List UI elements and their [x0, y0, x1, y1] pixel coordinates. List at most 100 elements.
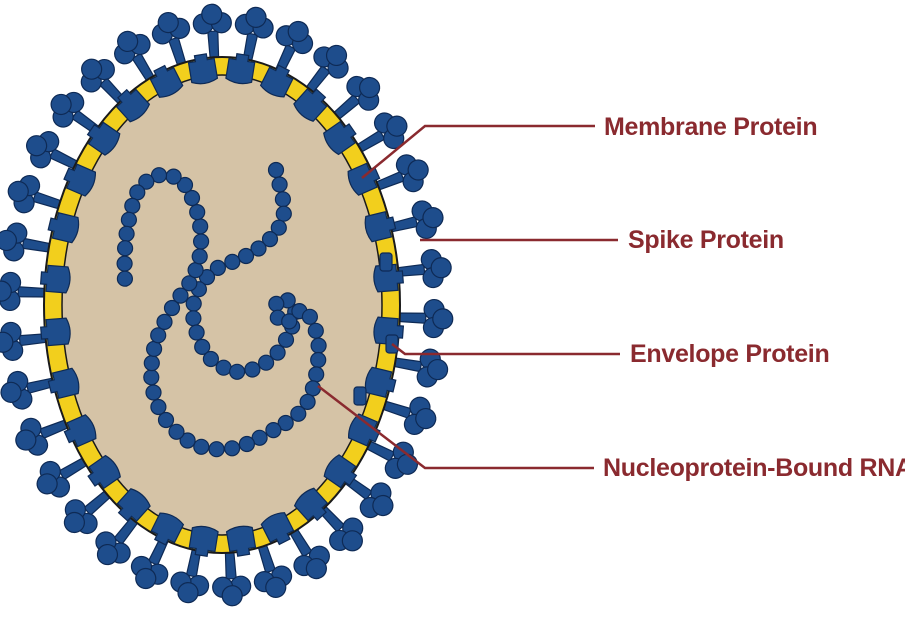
- spike-protein-icon: [389, 249, 452, 289]
- membrane-protein-icon: [150, 512, 185, 546]
- membrane-protein-icon: [293, 88, 328, 122]
- rna-bead: [194, 338, 211, 355]
- spike-protein-icon: [63, 485, 117, 535]
- rna-bead: [143, 355, 160, 372]
- rna-bead: [281, 313, 298, 330]
- rna-bead: [275, 205, 292, 222]
- rna-bead: [270, 219, 287, 236]
- rna-bead: [301, 308, 318, 325]
- rna-bead: [268, 295, 285, 312]
- membrane-protein-icon: [225, 525, 257, 557]
- spike-protein-icon: [375, 396, 437, 435]
- rna-bead: [172, 287, 189, 304]
- rna-bead: [168, 423, 185, 440]
- rna-bead: [277, 414, 294, 432]
- rna-bead: [310, 337, 327, 354]
- membrane-protein-icon: [187, 53, 219, 85]
- rna-bead: [209, 259, 226, 276]
- rna-bead: [265, 422, 282, 439]
- rna-bead: [176, 176, 194, 194]
- membrane-protein-icon: [293, 487, 329, 522]
- rna-bead: [150, 327, 167, 344]
- rna-bead: [120, 211, 137, 228]
- rna-bead: [258, 354, 275, 371]
- rna-bead: [224, 253, 241, 270]
- rna-bead: [224, 440, 241, 457]
- spike-protein-icon: [15, 416, 76, 456]
- rna-bead: [189, 204, 206, 221]
- rna-bead: [165, 168, 182, 185]
- rna-bead: [156, 313, 173, 330]
- spike-protein-icon: [50, 91, 106, 139]
- membrane-protein-icon: [115, 88, 151, 123]
- membrane-protein-icon: [116, 488, 151, 522]
- membrane-protein-icon: [63, 414, 97, 448]
- rna-bead: [118, 225, 135, 242]
- nucleoprotein-rna: [116, 161, 327, 458]
- membrane-protein-icon: [40, 317, 71, 347]
- label-envelope-protein: Envelope Protein: [630, 340, 830, 368]
- rna-bead: [271, 176, 288, 193]
- label-membrane-protein: Membrane Protein: [604, 113, 818, 141]
- rna-bead: [237, 247, 255, 265]
- rna-bead: [304, 380, 321, 397]
- leader-envelope-protein: [391, 343, 620, 356]
- rna-bead: [269, 344, 286, 361]
- rna-bead: [250, 240, 267, 257]
- rna-bead: [229, 363, 246, 380]
- membrane-protein-icon: [323, 454, 358, 489]
- rna-bead: [138, 173, 155, 190]
- rna-bead: [208, 441, 225, 458]
- membrane-protein-icon: [364, 210, 397, 243]
- membrane-protein-icon: [47, 367, 80, 400]
- spike-protein-icon: [327, 75, 381, 125]
- membrane-protein-icon: [39, 264, 71, 294]
- leader-membrane-protein: [361, 124, 595, 179]
- rna-bead: [277, 331, 295, 348]
- rna-bead: [267, 161, 285, 179]
- rna-bead: [150, 167, 168, 184]
- rna-bead: [185, 295, 202, 312]
- envelope-protein-icon: [353, 386, 367, 406]
- rna-bead: [183, 189, 201, 207]
- spike-protein-icon: [26, 131, 85, 173]
- label-spike-protein: Spike Protein: [628, 226, 784, 254]
- rna-bead: [193, 438, 210, 455]
- rna-bead: [238, 435, 255, 453]
- rna-bead: [143, 369, 160, 386]
- spike-protein-icon: [0, 321, 55, 361]
- membrane-protein-icon: [63, 163, 97, 197]
- rna-bead: [202, 350, 219, 368]
- membrane-protein-icon: [259, 64, 294, 98]
- rna-bead: [124, 197, 141, 214]
- spike-protein-icon: [0, 370, 63, 410]
- membrane-protein-icon: [225, 52, 256, 85]
- rna-bead: [185, 310, 202, 327]
- membrane-protein-icon: [260, 512, 295, 546]
- membrane-protein-icon: [323, 120, 357, 156]
- rna-bead: [193, 233, 210, 250]
- rna-bead: [116, 255, 133, 272]
- rna-bead: [116, 270, 134, 287]
- spike-protein-icon: [7, 175, 69, 214]
- membrane-protein-icon: [87, 454, 121, 490]
- spike-protein-icon: [285, 522, 330, 580]
- rna-bead: [299, 393, 316, 410]
- envelope-protein-icon: [379, 252, 393, 272]
- rna-bead: [191, 248, 208, 265]
- rna-bead: [150, 398, 167, 416]
- rna-bead: [145, 384, 162, 401]
- rna-bead: [290, 405, 307, 422]
- rna-bead: [129, 184, 146, 201]
- rna-bead: [181, 275, 198, 292]
- leader-nucleoprotein-rna: [317, 385, 594, 470]
- rna-bead: [188, 324, 205, 341]
- label-nucleoprotein-rna: Nucleoprotein-Bound RNA: [603, 454, 905, 482]
- membrane-protein-icon: [47, 212, 80, 244]
- rna-bead: [187, 262, 204, 279]
- rna-bead: [157, 411, 175, 429]
- rna-bead: [310, 351, 327, 369]
- rna-bead: [146, 340, 163, 357]
